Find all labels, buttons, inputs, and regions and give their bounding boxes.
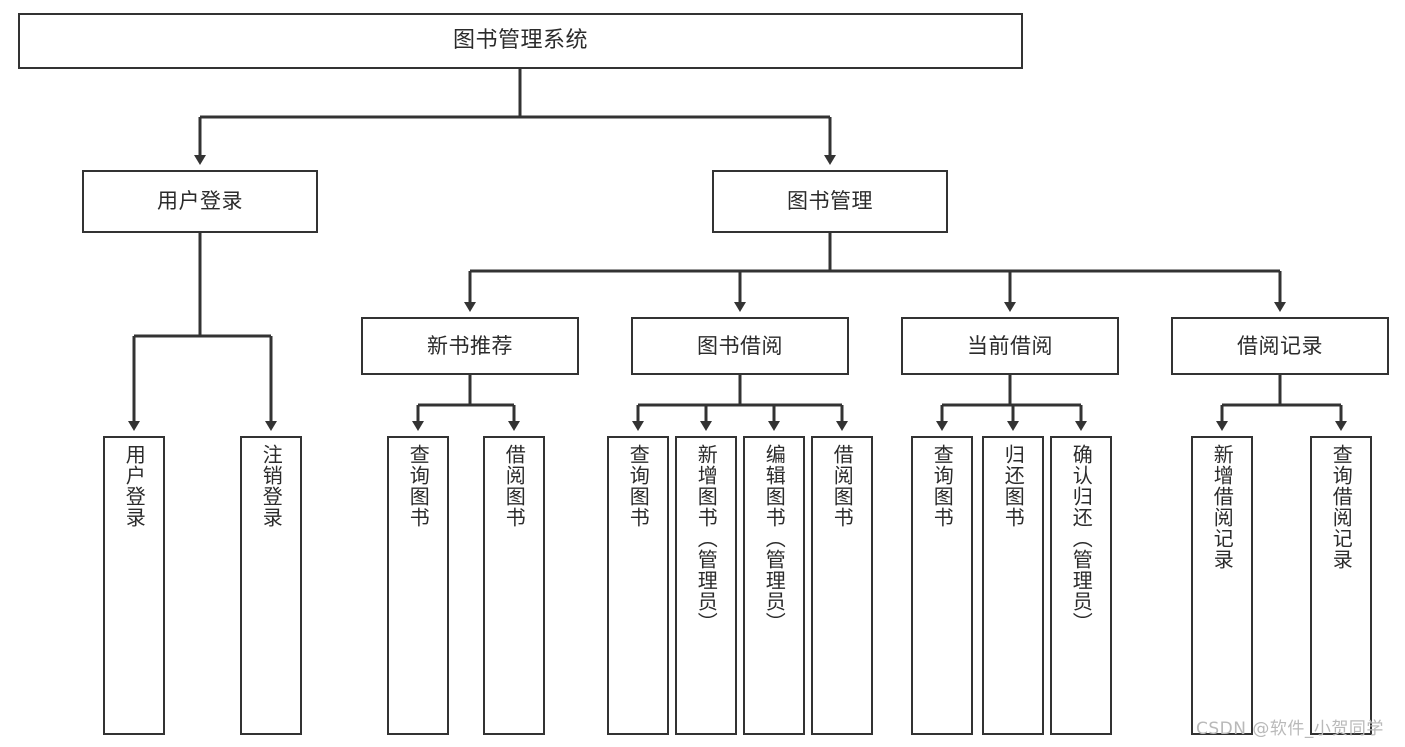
leaf-node[interactable]: 归还图书	[982, 436, 1044, 735]
leaf-node[interactable]: 新增借阅记录	[1191, 436, 1253, 735]
node-root-label: 图书管理系统	[452, 28, 588, 54]
leaf-node[interactable]: 确认归还（管理员）	[1050, 436, 1112, 735]
leaf-node-label: 归还图书	[1001, 444, 1026, 528]
node-book-management-label: 图书管理	[787, 189, 873, 214]
leaf-node-label: 查询图书	[626, 444, 651, 528]
leaf-node[interactable]: 借阅图书	[483, 436, 545, 735]
leaf-node-label: 编辑图书（管理员）	[762, 444, 787, 633]
leaf-node-label: 注销登录	[259, 444, 284, 528]
node-new-book-recommend-label: 新书推荐	[427, 333, 513, 358]
leaf-node-label: 查询借阅记录	[1329, 444, 1354, 570]
leaf-node[interactable]: 查询图书	[911, 436, 973, 735]
leaf-node-label: 借阅图书	[830, 444, 855, 528]
node-root[interactable]: 图书管理系统	[18, 13, 1023, 69]
leaf-node-label: 用户登录	[122, 444, 147, 528]
leaf-node-label: 借阅图书	[502, 444, 527, 528]
node-borrow-record-label: 借阅记录	[1237, 333, 1323, 358]
leaf-node[interactable]: 用户登录	[103, 436, 165, 735]
node-user-login-label: 用户登录	[157, 189, 243, 214]
leaf-node[interactable]: 查询图书	[607, 436, 669, 735]
leaf-node-label: 新增借阅记录	[1210, 444, 1235, 570]
leaf-node[interactable]: 借阅图书	[811, 436, 873, 735]
node-book-management[interactable]: 图书管理	[712, 170, 948, 233]
node-borrow-record[interactable]: 借阅记录	[1171, 317, 1389, 375]
leaf-node-label: 确认归还（管理员）	[1069, 444, 1094, 633]
leaf-node[interactable]: 编辑图书（管理员）	[743, 436, 805, 735]
leaf-node[interactable]: 注销登录	[240, 436, 302, 735]
leaf-node-label: 查询图书	[930, 444, 955, 528]
node-current-borrow[interactable]: 当前借阅	[901, 317, 1119, 375]
node-new-book-recommend[interactable]: 新书推荐	[361, 317, 579, 375]
leaf-node[interactable]: 查询借阅记录	[1310, 436, 1372, 735]
leaf-node[interactable]: 查询图书	[387, 436, 449, 735]
csdn-watermark: CSDN @软件_小贺同学	[1196, 719, 1384, 739]
node-book-borrow-label: 图书借阅	[697, 333, 783, 358]
leaf-node-label: 新增图书（管理员）	[694, 444, 719, 633]
leaf-node-label: 查询图书	[406, 444, 431, 528]
node-current-borrow-label: 当前借阅	[967, 333, 1053, 358]
leaf-node[interactable]: 新增图书（管理员）	[675, 436, 737, 735]
node-user-login[interactable]: 用户登录	[82, 170, 318, 233]
node-book-borrow[interactable]: 图书借阅	[631, 317, 849, 375]
